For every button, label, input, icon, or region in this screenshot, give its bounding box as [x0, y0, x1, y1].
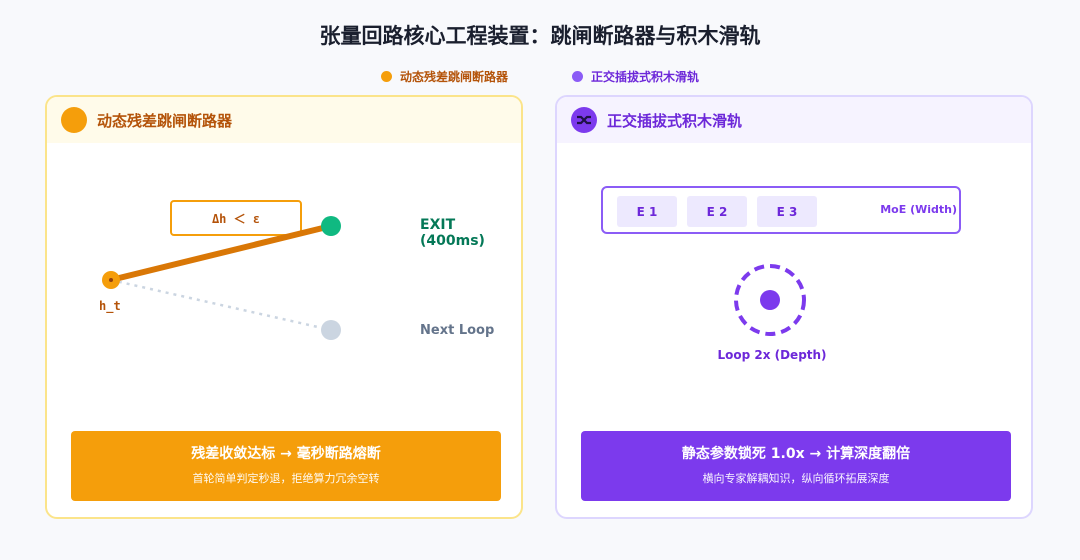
loop-core — [760, 290, 780, 310]
start-node-core — [109, 278, 113, 282]
start-label: h_t — [99, 299, 121, 313]
rail-card-title: 正交插拔式积木滑轨 — [607, 111, 743, 130]
depth-loop-diagram — [734, 264, 806, 336]
exit-label: EXIT (400ms) — [420, 217, 485, 249]
breaker-card: 动态残差跳闸断路器 Δh ＜ ε h_t EXIT (400ms) Next L… — [45, 95, 523, 519]
circle-icon — [61, 107, 87, 133]
expert-block: E 3 — [757, 196, 817, 227]
exit-path — [108, 223, 334, 283]
threshold-box — [170, 200, 302, 236]
rail-card-header: 正交插拔式积木滑轨 — [557, 97, 1031, 143]
breaker-diagram: Δh ＜ ε — [102, 200, 341, 340]
exit-node — [321, 216, 341, 236]
rail-banner: 静态参数锁死 1.0x → 计算深度翻倍 横向专家解耦知识，纵向循环拓展深度 — [581, 431, 1011, 501]
shuffle-glyph — [577, 115, 591, 125]
breaker-banner-title: 残差收敛达标 → 毫秒断路熔断 — [191, 446, 381, 462]
breaker-card-header: 动态残差跳闸断路器 — [47, 97, 521, 143]
legend-dot-orange — [380, 71, 392, 82]
legend-label-rail: 正交插拔式积木滑轨 — [591, 70, 700, 84]
legend-item-breaker: 动态残差跳闸断路器 — [380, 68, 508, 85]
depth-label: Loop 2x (Depth) — [717, 348, 827, 362]
legend-item-rail: 正交插拔式积木滑轨 — [572, 68, 699, 85]
rail-banner-title: 静态参数锁死 1.0x → 计算深度翻倍 — [681, 446, 911, 462]
shuffle-icon — [571, 107, 597, 133]
breaker-banner-subtitle: 首轮简单判定秒退，拒绝算力冗余空转 — [192, 472, 380, 485]
breaker-card-title: 动态残差跳闸断路器 — [97, 111, 233, 130]
next-loop-path — [110, 278, 332, 332]
rail-card: 正交插拔式积木滑轨 E 1 E 2 E 3 MoE (Width) Loop 2… — [555, 95, 1033, 519]
legend-label-breaker: 动态残差跳闸断路器 — [399, 70, 508, 84]
rail-banner-subtitle: 横向专家解耦知识，纵向循环拓展深度 — [702, 472, 890, 485]
loop-ring — [734, 264, 806, 336]
expert-block: E 1 — [617, 196, 677, 227]
legend: 动态残差跳闸断路器 正交插拔式积木滑轨 — [0, 68, 1080, 85]
next-loop-node — [321, 320, 341, 340]
page-title: 张量回路核心工程装置：跳闸断路器与积木滑轨 — [319, 24, 761, 48]
moe-container: E 1 E 2 E 3 MoE (Width) — [601, 186, 961, 234]
moe-label: MoE (Width) — [880, 203, 957, 216]
breaker-banner: 残差收敛达标 → 毫秒断路熔断 首轮简单判定秒退，拒绝算力冗余空转 — [71, 431, 501, 501]
threshold-label: Δh ＜ ε — [212, 212, 260, 226]
next-loop-label: Next Loop — [420, 323, 495, 338]
expert-block: E 2 — [687, 196, 747, 227]
legend-dot-purple — [572, 71, 583, 82]
